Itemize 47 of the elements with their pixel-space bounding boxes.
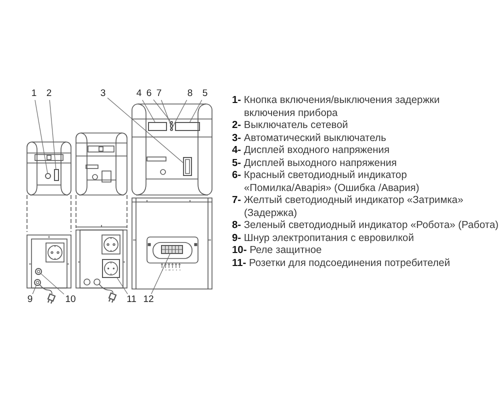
part-description: 1- Кнопка включения/выключения задержки включения прибора [232,95,441,120]
leader-line [34,100,48,174]
indicator-led [170,128,173,132]
callout-number: 10 [64,294,77,306]
part-description: 6- Красный светодиодный индикатор «Помилка/Аварія» (Ошибка /Авария) [232,170,420,195]
circuit-breaker [183,157,192,176]
leader-line [40,274,64,294]
indicator-led [170,120,173,124]
leader-line [151,254,170,294]
terminal-block [161,245,183,254]
part-description: 11- Розетки для подсоединения потребителей [232,258,452,270]
callout-number: 11 [125,294,138,306]
leader-line [161,100,171,125]
part-description: 10- Реле защитное [232,245,323,258]
callout-number: 4 [134,88,144,100]
part-description: 2- Выключатель сетевой [232,120,349,132]
indicator-led [170,124,173,128]
callout-number: 1 [30,88,38,100]
cable-entry [34,279,41,286]
display-window [148,122,167,131]
leader-line [142,100,156,122]
callout-number: 5 [200,88,210,100]
part-description: 4- Дисплей входного напряжения [232,145,390,158]
part-description: 5- Дисплей выходного напряжения [232,158,398,170]
part-description: 8- Зеленый светодиодный индикатор «Робота» (Работа) [232,220,500,232]
callout-number: 6 [144,88,154,100]
leader-line [172,100,188,129]
callout-number: 3 [98,88,108,100]
part-description: 3- Автоматический выключатель [232,132,388,145]
leader-line [107,98,184,163]
callout-number: 8 [186,88,194,100]
callout-number: 7 [154,88,164,100]
leader-line [190,100,202,122]
power-socket [102,259,120,278]
round-button [35,268,42,275]
callout-number: 9 [26,294,34,306]
leader-line [32,285,36,294]
display-window [175,122,200,131]
leader-line [153,99,170,122]
leader-line [116,278,128,294]
part-description: 7- Желтый светодиодный индикатор «Затримка» (Задержка) [232,195,464,220]
toggle-switch [54,169,59,181]
part-description: 9- Шнур электропитания с евровилкой [232,232,415,245]
leader-line [49,100,56,170]
push-button [45,173,51,179]
callout-number: 12 [142,294,155,306]
callout-number: 2 [44,88,54,100]
